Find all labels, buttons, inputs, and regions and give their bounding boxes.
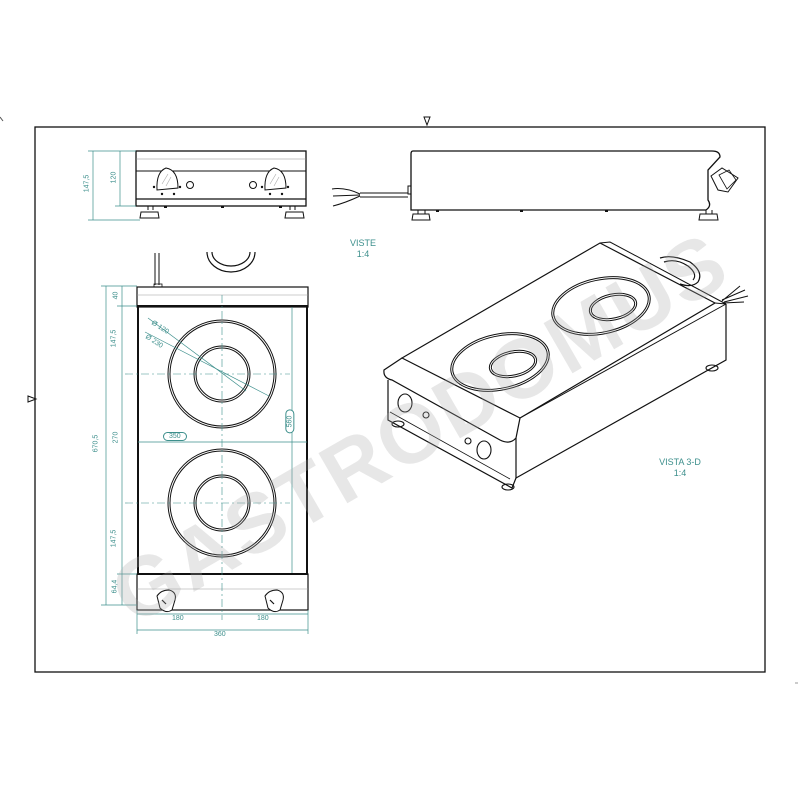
dim-glass-depth: 560 <box>285 409 295 434</box>
dim-front-panel: 64,4 <box>111 579 119 594</box>
view3d-label: VISTA 3-D 1:4 <box>640 457 720 479</box>
isometric-view <box>383 241 749 491</box>
dim-body-height: 120 <box>110 171 118 184</box>
dim-total-depth: 670,5 <box>92 434 100 453</box>
views-title: VISTE <box>349 238 376 248</box>
iso-knob-left-icon <box>397 393 413 413</box>
dim-glass-width: 350 <box>163 432 187 441</box>
dim-rear-strip: 40 <box>112 291 120 300</box>
side-knob-icon <box>710 167 739 193</box>
dim-second-zone-offset: 147,5 <box>110 529 118 548</box>
top-view-dimensions <box>101 285 309 634</box>
front-view <box>135 150 307 219</box>
iso-knob-right-icon <box>476 440 492 460</box>
knob-right-icon <box>264 167 287 191</box>
dim-zone-spacing: 270 <box>112 431 120 444</box>
top-center-mark-icon <box>423 116 431 127</box>
view3d-title: VISTA 3-D <box>659 457 701 467</box>
dim-half-width-right: 180 <box>257 615 269 622</box>
left-center-mark-icon <box>27 395 38 403</box>
dim-total-height: 147,5 <box>83 174 91 193</box>
side-view <box>331 150 739 221</box>
view3d-scale: 1:4 <box>673 468 687 478</box>
views-label: VISTE 1:4 <box>333 238 393 260</box>
knob-left-icon <box>156 167 179 191</box>
dim-half-width-left: 180 <box>172 615 184 622</box>
front-view-dimensions <box>88 150 140 221</box>
dim-first-zone-offset: 147,5 <box>110 329 118 348</box>
views-scale: 1:4 <box>356 249 370 259</box>
center-lines <box>125 295 290 620</box>
dim-total-width: 360 <box>214 631 226 638</box>
